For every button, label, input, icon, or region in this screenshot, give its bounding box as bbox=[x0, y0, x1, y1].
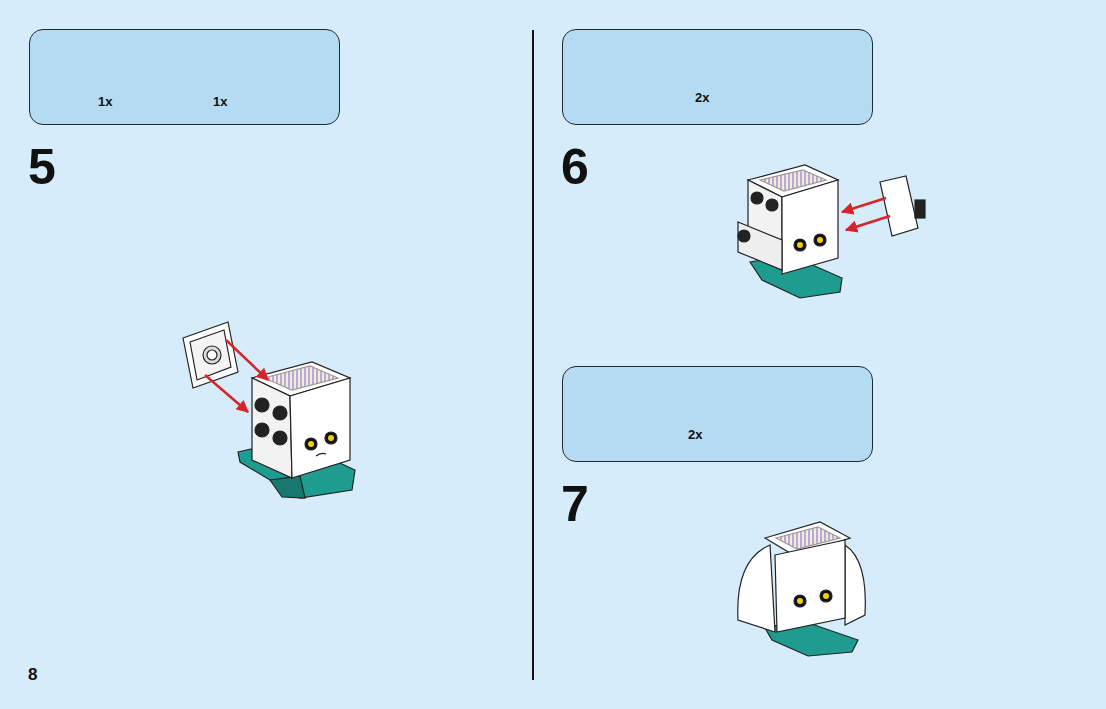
parts-callout: 2x bbox=[562, 29, 873, 125]
part-count: 2x bbox=[688, 427, 702, 442]
model-step-6 bbox=[738, 165, 925, 298]
part-count: 1x bbox=[98, 94, 112, 109]
model-step-5 bbox=[183, 322, 355, 498]
part-count: 1x bbox=[213, 94, 227, 109]
page-number: 8 bbox=[28, 666, 37, 683]
parts-callout: 1x 1x bbox=[29, 29, 340, 125]
part-count: 2x bbox=[695, 90, 709, 105]
model-step-7 bbox=[738, 522, 866, 656]
step-number: 5 bbox=[28, 142, 56, 192]
divider bbox=[532, 30, 534, 680]
step-number: 6 bbox=[561, 142, 589, 192]
parts-callout: 2x bbox=[562, 366, 873, 462]
step-number: 7 bbox=[561, 479, 589, 529]
